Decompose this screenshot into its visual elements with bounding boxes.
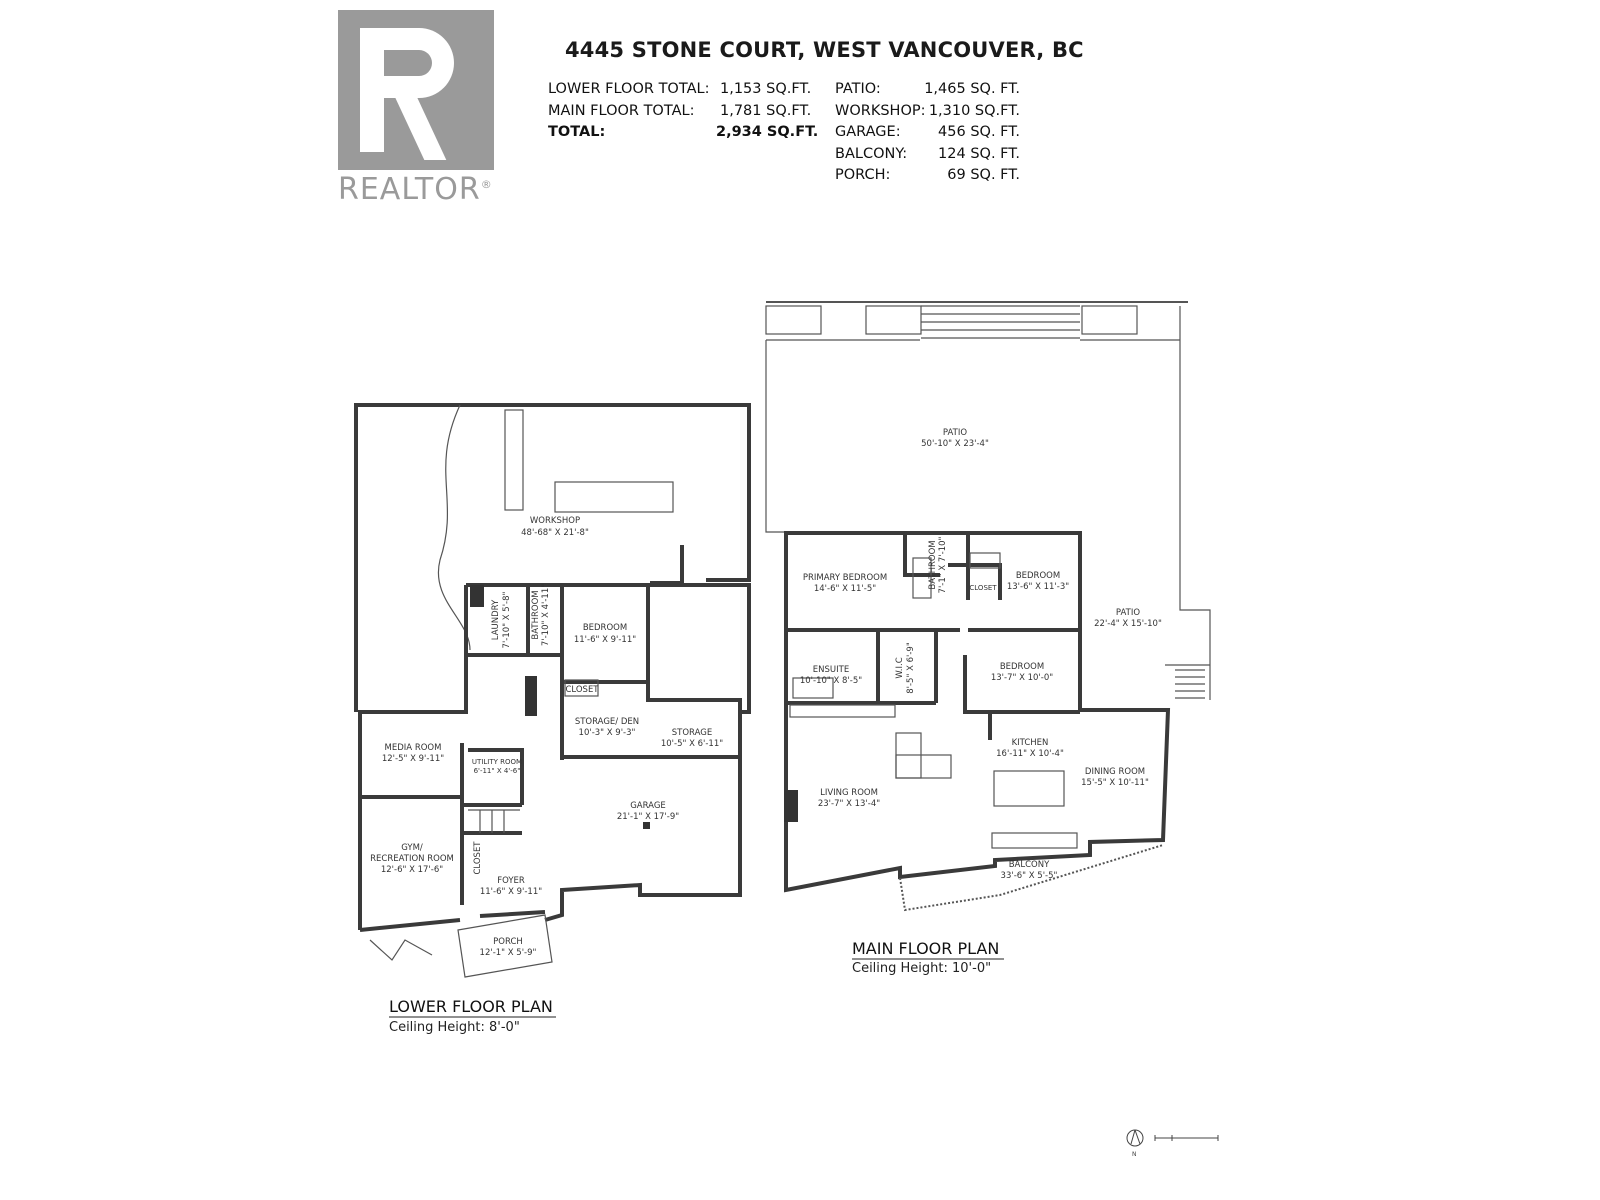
- room-size: 7'-1" X 7'-10": [938, 536, 948, 593]
- room-label: GYM/: [401, 843, 423, 853]
- room-size: 48'-68" X 21'-8": [521, 528, 589, 538]
- room-label: BEDROOM: [583, 623, 627, 633]
- room-size: 12'-1" X 5'-9": [480, 948, 537, 958]
- room-size: 22'-4" X 15'-10": [1094, 619, 1162, 629]
- room-size: 12'-5" X 9'-11": [382, 754, 444, 764]
- lower-floor-plan: WORKSHOP 48'-68" X 21'-8" LAUNDRY 7'-10"…: [354, 403, 751, 1035]
- realtor-logo: REALTOR®: [338, 10, 494, 210]
- north-compass-icon: N: [1126, 1129, 1144, 1158]
- workshop-label: WORKSHOP:: [835, 103, 926, 119]
- room-label: UTILITY ROOM: [472, 758, 522, 766]
- total-label: TOTAL:: [548, 124, 606, 140]
- room-label: DINING ROOM: [1085, 767, 1145, 777]
- scale-bar: [1154, 1135, 1219, 1141]
- room-size: 11'-6" X 9'-11": [574, 635, 636, 645]
- room-label: W.I.C: [895, 657, 905, 678]
- lower-floor-total-label: LOWER FLOOR TOTAL:: [548, 81, 710, 97]
- room-label: WORKSHOP: [530, 516, 580, 526]
- room-size: 13'-6" X 11'-3": [1007, 582, 1069, 592]
- room-size: 11'-6" X 9'-11": [480, 887, 542, 897]
- room-label: BATHROOM: [531, 590, 541, 639]
- room-size: 21'-1" X 17'-9": [617, 812, 679, 822]
- room-label: CLOSET: [565, 685, 599, 695]
- room-label: PRIMARY BEDROOM: [803, 573, 887, 583]
- room-label: FOYER: [497, 876, 525, 886]
- room-size: 14'-6" X 11'-5": [814, 584, 876, 594]
- room-label: GARAGE: [630, 801, 666, 811]
- room-label: KITCHEN: [1012, 738, 1049, 748]
- workshop-value: 1,310 SQ.FT.: [928, 103, 1020, 119]
- room-label: PATIO: [1116, 608, 1140, 618]
- total-value: 2,934 SQ.FT.: [716, 124, 819, 140]
- main-floor-ceiling: Ceiling Height: 10'-0": [852, 961, 991, 976]
- garage-label: GARAGE:: [835, 124, 901, 140]
- room-label: BALCONY: [1009, 860, 1050, 870]
- lower-floor-title: LOWER FLOOR PLAN: [389, 997, 553, 1016]
- balcony-label: BALCONY:: [835, 146, 908, 162]
- room-label: STORAGE/ DEN: [575, 717, 639, 727]
- main-floor-total-value: 1,781 SQ.FT.: [720, 103, 812, 119]
- porch-label: PORCH:: [835, 167, 891, 183]
- room-size: 50'-10" X 23'-4": [921, 439, 989, 449]
- room-label: BEDROOM: [1016, 571, 1060, 581]
- room-size: 13'-7" X 10'-0": [991, 673, 1053, 683]
- room-label: LAUNDRY: [491, 599, 501, 640]
- room-label: PATIO: [943, 428, 967, 438]
- room-size: 23'-7" X 13'-4": [818, 799, 880, 809]
- room-label: CLOSET: [969, 584, 997, 592]
- room-size: 8'-5" X 6'-9": [906, 642, 916, 694]
- patio-value: 1,465 SQ. FT.: [924, 81, 1020, 97]
- compass-north-label: N: [1132, 1151, 1137, 1158]
- room-label: ENSUITE: [813, 665, 849, 675]
- balcony-value: 124 SQ. FT.: [938, 146, 1020, 162]
- room-size: 7'-10" X 4'-11": [541, 584, 551, 646]
- room-label: BEDROOM: [1000, 662, 1044, 672]
- room-size: 16'-11" X 10'-4": [996, 749, 1064, 759]
- property-address: 4445 STONE COURT, WEST VANCOUVER, BC: [565, 38, 1084, 62]
- main-floor-total-label: MAIN FLOOR TOTAL:: [548, 103, 695, 119]
- porch-value: 69 SQ. FT.: [947, 167, 1020, 183]
- room-label: MEDIA ROOM: [385, 743, 442, 753]
- garage-value: 456 SQ. FT.: [938, 124, 1020, 140]
- realtor-wordmark: REALTOR®: [338, 172, 493, 207]
- main-floor-title: MAIN FLOOR PLAN: [852, 939, 999, 958]
- room-size: 10'-5" X 6'-11": [661, 739, 723, 749]
- lower-floor-total-value: 1,153 SQ.FT.: [720, 81, 812, 97]
- room-size: 10'-10" X 8'-5": [800, 676, 862, 686]
- room-label: BATHROOM: [928, 540, 938, 589]
- room-label: LIVING ROOM: [820, 788, 878, 798]
- patio-label: PATIO:: [835, 81, 881, 97]
- room-size: 33'-6" X 5'-5": [1001, 871, 1058, 881]
- room-size: 7'-10" X 5'-8": [502, 591, 512, 648]
- main-floor-plan: PATIO 50'-10" X 23'-4" PRIMARY BEDROOM 1…: [765, 301, 1211, 976]
- room-label: PORCH: [493, 937, 523, 947]
- lower-floor-ceiling: Ceiling Height: 8'-0": [389, 1020, 520, 1035]
- room-size: 10'-3" X 9'-3": [579, 728, 636, 738]
- room-size: 15'-5" X 10'-11": [1081, 778, 1149, 788]
- room-size: 6'-11" X 4'-6": [474, 767, 521, 775]
- room-size: 12'-6" X 17'-6": [381, 865, 443, 875]
- room-label: CLOSET: [473, 841, 483, 875]
- room-label: STORAGE: [672, 728, 712, 738]
- room-label: RECREATION ROOM: [370, 854, 454, 864]
